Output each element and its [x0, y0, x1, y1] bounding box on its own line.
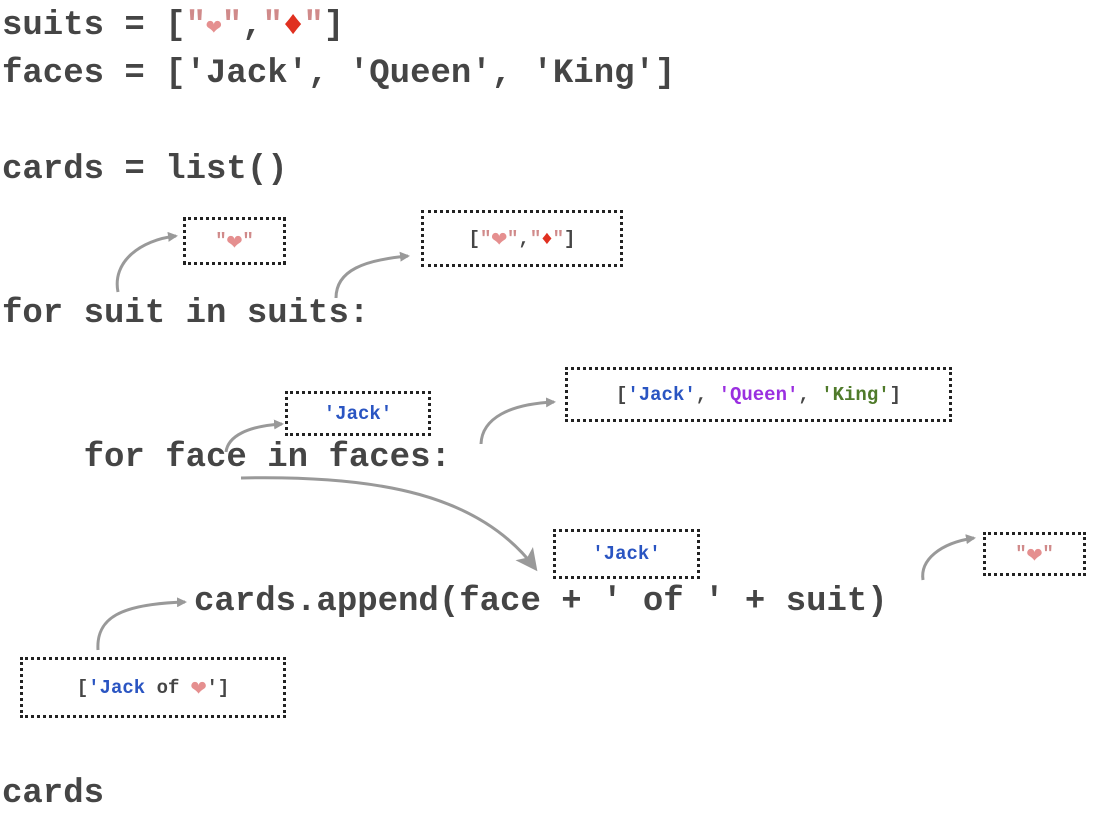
code-line-suits: suits = ["❤","♦"]: [2, 6, 344, 47]
bracket: [: [468, 227, 480, 250]
quote-mark: ": [221, 7, 243, 45]
code-suits-prefix: suits = [: [2, 7, 186, 45]
heart-icon: ❤: [206, 12, 222, 42]
arrow-cards: [96, 597, 187, 651]
bracket: ]: [889, 383, 902, 406]
arrow-face-to-append: [240, 476, 538, 572]
quote-mark: ": [1015, 543, 1027, 565]
quote-mark: ": [262, 7, 283, 45]
queen-string: 'Queen': [718, 383, 799, 406]
separator: ,: [798, 383, 822, 406]
comma: ,: [242, 7, 263, 45]
king-string: 'King': [821, 383, 890, 406]
cards-value-box: ['Jack of ❤']: [20, 657, 286, 718]
face-value-text: 'Jack': [323, 402, 393, 425]
quote-mark: ": [242, 230, 254, 252]
of-text: of: [145, 676, 191, 699]
arrow-face: [224, 419, 284, 453]
suits-value-box: ["❤","♦"]: [421, 210, 623, 267]
bracket: [: [615, 383, 628, 406]
quote-mark: ": [529, 227, 542, 250]
append-suit-value-box: "❤": [983, 532, 1086, 576]
heart-icon: ❤: [1026, 539, 1043, 570]
jack-string: 'Jack: [88, 676, 146, 699]
arrow-append-suit: [921, 534, 976, 581]
arrow-faces: [479, 397, 556, 445]
faces-value-box: ['Jack', 'Queen', 'King']: [565, 367, 952, 422]
bracket: ']: [206, 676, 230, 699]
code-line-append: cards.append(face + ' of ' + suit): [194, 583, 888, 621]
quote-mark: ": [479, 227, 492, 250]
code-line-for-suit: for suit in suits:: [2, 295, 370, 333]
arrow-suits: [334, 251, 410, 299]
heart-icon: ❤: [491, 224, 508, 254]
code-line-for-face: for face in faces:: [2, 439, 451, 477]
append-face-value-text: 'Jack': [592, 543, 661, 565]
heart-icon: ❤: [226, 226, 243, 257]
jack-string: 'Jack': [627, 383, 696, 406]
code-suits-suffix: ]: [323, 7, 345, 45]
code-line-faces: faces = ['Jack', 'Queen', 'King']: [2, 55, 676, 93]
quote-mark: ": [1042, 543, 1054, 565]
comma: ,: [518, 227, 530, 250]
diamond-icon: ♦: [282, 7, 304, 45]
bracket: [: [76, 676, 89, 699]
append-face-value-box: 'Jack': [553, 529, 700, 579]
face-value-box: 'Jack': [285, 391, 431, 436]
code-line-cards: cards: [2, 775, 105, 813]
arrow-suit: [115, 231, 178, 293]
diamond-icon: ♦: [541, 227, 553, 250]
quote-mark: ": [185, 7, 207, 45]
code-line-cards-init: cards = list(): [2, 151, 288, 189]
quote-mark: ": [552, 227, 565, 250]
heart-icon: ❤: [190, 673, 207, 703]
suit-value-box: "❤": [183, 217, 286, 265]
separator: ,: [695, 383, 719, 406]
quote-mark: ": [303, 7, 324, 45]
quote-mark: ": [507, 227, 519, 250]
quote-mark: ": [215, 230, 227, 252]
bracket: ]: [564, 227, 576, 250]
